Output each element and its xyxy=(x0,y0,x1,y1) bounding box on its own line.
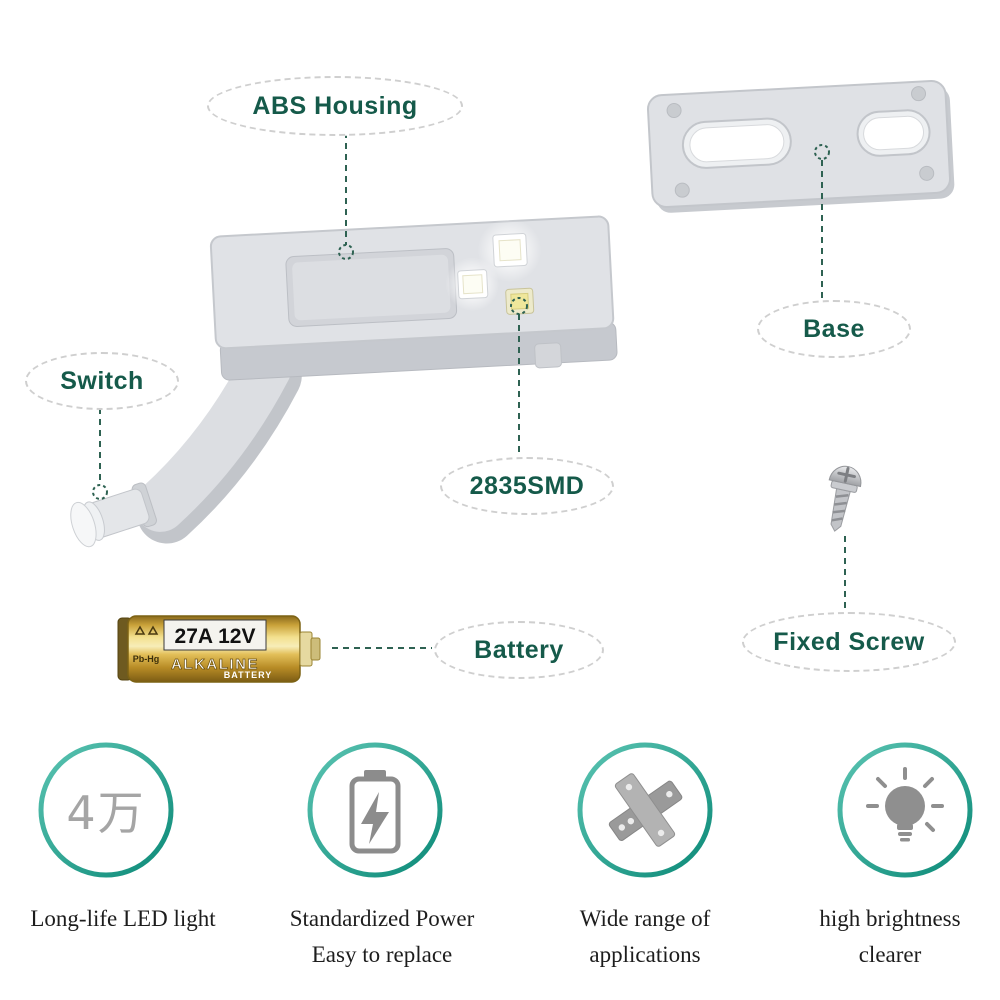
leader-target-switch xyxy=(92,484,108,500)
feature-ring xyxy=(38,742,174,878)
led-chips xyxy=(445,218,542,315)
screw-illustration xyxy=(828,465,862,532)
callout-battery: Battery xyxy=(434,621,604,679)
caption-led-lifespan: Long-life LED light xyxy=(8,901,238,937)
callout-fixed-screw: Fixed Screw xyxy=(742,612,956,672)
led-lifespan-badge: 4万 xyxy=(66,786,146,840)
callout-switch: Switch xyxy=(25,352,179,410)
caption-line: Long-life LED light xyxy=(30,906,216,931)
caption-line: Wide range of xyxy=(579,906,711,931)
caption-line: Easy to replace xyxy=(311,942,453,967)
callout-smd: 2835SMD xyxy=(440,457,614,515)
caption-brightness: high brightness clearer xyxy=(778,901,1000,973)
feature-brightness xyxy=(835,740,975,880)
hinge-light-body xyxy=(70,215,618,548)
leader-target-smd xyxy=(510,297,528,315)
callout-base-label: Base xyxy=(803,314,865,343)
leader-target-base xyxy=(814,144,830,160)
caption-line: applications xyxy=(589,942,701,967)
feature-wide-application xyxy=(575,740,715,880)
battery-type-text: BATTERY xyxy=(224,670,273,680)
mounting-base-plate xyxy=(646,79,955,213)
callout-battery-label: Battery xyxy=(474,635,564,664)
callout-abs-housing-label: ABS Housing xyxy=(252,91,418,120)
battery-brand-text: ALKALINE xyxy=(171,656,259,673)
battery-illustration: 27A 12V ALKALINE BATTERY Pb-Hg xyxy=(117,615,321,683)
caption-wide-application: Wide range of applications xyxy=(520,901,770,973)
battery-icon xyxy=(349,770,401,854)
callout-abs-housing: ABS Housing xyxy=(207,76,463,136)
feature-led-lifespan: 4万 xyxy=(36,740,176,880)
hinge-icon xyxy=(608,773,683,847)
leader-lines xyxy=(92,132,846,649)
recycle-marks-icon xyxy=(134,625,159,635)
battery-warning-text: Pb-Hg xyxy=(133,654,160,664)
switch-plunger xyxy=(70,482,157,548)
caption-line: clearer xyxy=(858,942,922,967)
callout-fixed-screw-label: Fixed Screw xyxy=(773,627,925,656)
caption-line: high brightness xyxy=(819,906,961,931)
feature-battery-power xyxy=(305,740,445,880)
bulb-icon xyxy=(866,767,944,842)
callout-smd-label: 2835SMD xyxy=(469,471,585,500)
battery-model-text: 27A 12V xyxy=(175,625,256,648)
caption-battery-power: Standardized Power Easy to replace xyxy=(252,901,512,973)
callout-base: Base xyxy=(757,300,911,358)
leader-target-abs xyxy=(338,244,354,260)
caption-line: Standardized Power xyxy=(289,906,475,931)
callout-switch-label: Switch xyxy=(60,366,144,395)
